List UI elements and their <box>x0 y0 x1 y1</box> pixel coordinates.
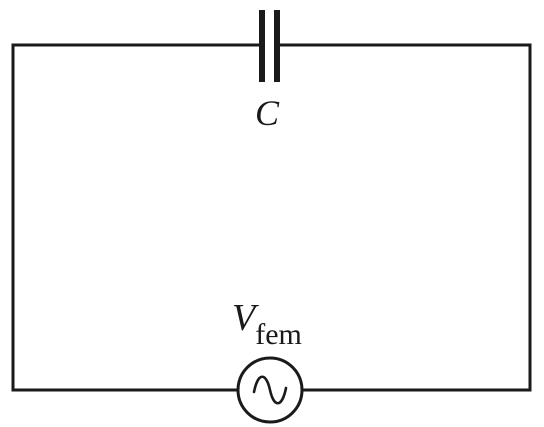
sine-wave-icon <box>252 375 288 405</box>
source-label-subscript: fem <box>255 318 302 351</box>
source-label: Vfem <box>232 297 302 351</box>
capacitor <box>259 10 280 82</box>
capacitor-label: C <box>255 93 280 133</box>
ac-source-icon <box>236 356 304 424</box>
source-label-main: V <box>232 297 259 339</box>
